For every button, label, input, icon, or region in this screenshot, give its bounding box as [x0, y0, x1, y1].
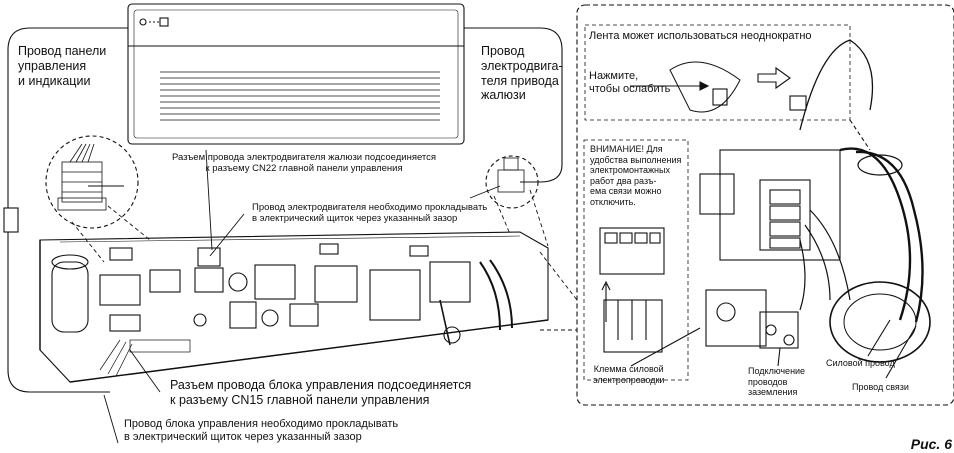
cn22-line-1: Разъем провода электродвигателя жалюзи п…: [172, 152, 437, 163]
panel-wire-label: Провод панели управления и индикации: [18, 44, 106, 88]
attention-line-4: работ два разъ-: [590, 175, 657, 186]
louver-motor-wire-label: Провод электродвига- теля привода жалюзи: [481, 44, 563, 103]
detail-panel: [576, 4, 954, 406]
control-box-illustration: [39, 231, 549, 383]
panel-wire-line-1: Провод панели: [18, 44, 107, 58]
cn22-connector-label: Разъем провода электродвигателя жалюзи п…: [172, 152, 436, 174]
ground-line-3: заземления: [748, 387, 798, 398]
attention-note: ВНИМАНИЕ! Для удобства выполнения электр…: [590, 144, 681, 208]
control-wire-route-label: Провод блока управления необходимо прокл…: [124, 418, 398, 444]
power-terminal-line-1: Клемма силовой: [593, 364, 664, 374]
control-route-line-2: в электрический щиток через указанный за…: [124, 430, 362, 443]
label-leaders: [88, 149, 501, 444]
zoom-circle-left: [45, 135, 139, 229]
zoom-circle-right: [485, 155, 539, 209]
panel-wire-line-2: управления: [18, 58, 87, 73]
cn22-line-2: к разъему CN22 главной панели управления: [205, 163, 403, 175]
louver-wire-line-2: электродвига-: [481, 58, 563, 73]
attention-line-1: ВНИМАНИЕ! Для: [590, 144, 663, 154]
louver-wire-line-3: теля привода: [481, 73, 559, 88]
ground-line-1: Подключение: [748, 366, 806, 376]
tape-reusable-label: Лента может использоваться неоднократно: [589, 30, 812, 43]
power-wire-label: Силовой провод: [826, 358, 895, 369]
power-wire-text: Силовой провод: [826, 358, 895, 368]
connector-detail-right: [497, 157, 525, 193]
tape-reusable-text: Лента может использоваться неоднократно: [589, 30, 812, 42]
cn15-line-2: к разъему CN15 главной панели управления: [170, 392, 430, 407]
indoor-unit-illustration: [127, 3, 465, 145]
attention-line-2: удобства выполнения: [590, 154, 682, 165]
control-route-line-1: Провод блока управления необходимо прокл…: [124, 418, 399, 430]
attention-line-5: ема связи можно: [590, 186, 662, 197]
attention-line-3: электромонтажных: [590, 165, 670, 176]
wire-clip: [3, 207, 19, 233]
leader-lines: [71, 189, 578, 331]
cn15-line-1: Разъем провода блока управления подсоеди…: [170, 378, 472, 392]
louver-wire-line-4: жалюзи: [481, 88, 526, 103]
motor-wire-route-label: Провод электродвигателя необходимо прокл…: [252, 202, 487, 224]
press-to-loosen-label: Нажмите, чтобы ослабить: [589, 70, 670, 96]
press-line-2: чтобы ослабить: [589, 82, 671, 95]
comm-wire-label: Провод связи: [852, 382, 909, 393]
ground-connection-label: Подключение проводов заземления: [748, 366, 805, 398]
figure-label: Рис. 6: [910, 436, 952, 453]
motor-route-line-2: в электрический щиток через указанный за…: [252, 213, 458, 225]
connector-detail-left: [57, 143, 107, 211]
attention-line-6: отключить.: [590, 197, 636, 208]
power-terminal-label: Клемма силовой электропроводки: [593, 364, 664, 385]
comm-wire-text: Провод связи: [852, 382, 909, 392]
panel-wire-line-3: и индикации: [18, 73, 91, 88]
power-terminal-line-2: электропроводки: [593, 374, 665, 385]
louver-wire-line-1: Провод: [481, 44, 525, 58]
press-line-1: Нажмите,: [589, 70, 639, 82]
motor-route-line-1: Провод электродвигателя необходимо прокл…: [252, 202, 488, 213]
louver-wire: [464, 27, 563, 183]
ground-line-2: проводов: [748, 376, 788, 387]
cn15-connector-label: Разъем провода блока управления подсоеди…: [170, 378, 471, 408]
